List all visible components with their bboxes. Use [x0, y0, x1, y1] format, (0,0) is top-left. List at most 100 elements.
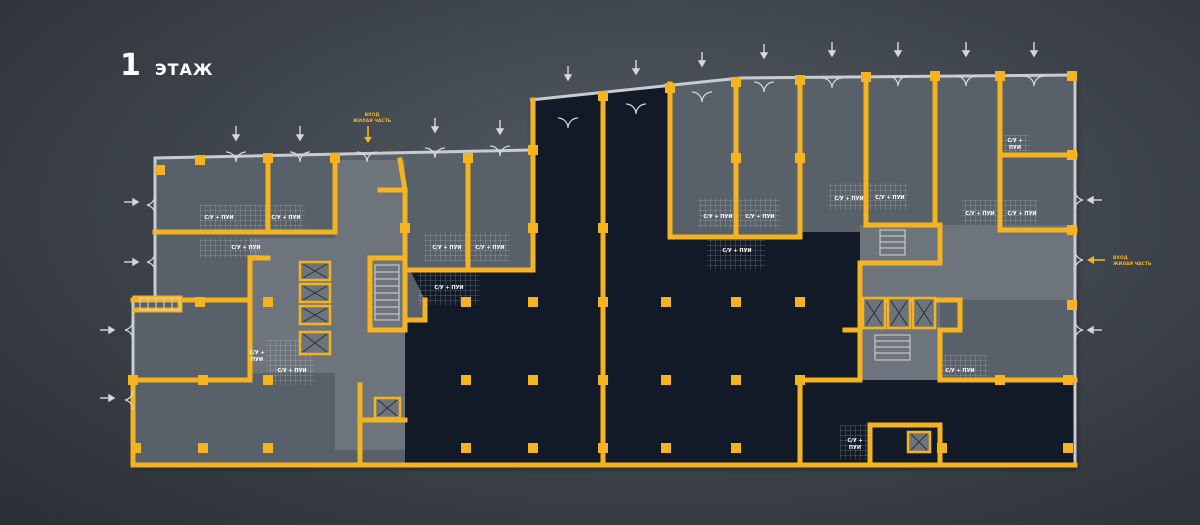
column-icon	[131, 443, 141, 453]
arrow-icon	[108, 325, 116, 335]
wc-label: С/У + ПУИ	[204, 215, 233, 221]
column-icon	[661, 375, 671, 385]
wc-label: С/У + ПУИ	[703, 214, 732, 220]
wc-label: С/У + ПУИ	[745, 214, 774, 220]
column-icon	[731, 77, 741, 87]
floor-title: 1 ЭТАЖ	[120, 48, 214, 83]
column-icon	[528, 375, 538, 385]
wc-label-b: ПУИ	[251, 357, 263, 363]
column-icon	[195, 155, 205, 165]
wc-label-a: С/У +	[249, 350, 264, 356]
door-icon	[1023, 75, 1045, 87]
column-icon	[731, 297, 741, 307]
doors	[124, 75, 1084, 411]
floor-label: ЭТАЖ	[154, 60, 214, 79]
column-icon	[528, 223, 538, 233]
column-icon	[861, 72, 871, 82]
wc-label: С/У + ПУИ	[432, 245, 461, 251]
column-icon	[795, 375, 805, 385]
column-icon	[195, 297, 205, 307]
column-icon	[528, 443, 538, 453]
column-icon	[198, 375, 208, 385]
column-icon	[598, 443, 608, 453]
column-icon	[128, 375, 138, 385]
arrow-icon	[108, 393, 116, 403]
door-icon	[955, 75, 977, 87]
column-icon	[330, 153, 340, 163]
column-icon	[598, 91, 608, 101]
floor-number: 1	[120, 48, 141, 83]
column-icon	[263, 297, 273, 307]
elevators	[298, 260, 937, 454]
wc-label: С/У + ПУИ	[434, 285, 463, 291]
column-icon	[1063, 443, 1073, 453]
door-icon	[557, 117, 579, 129]
column-icon	[528, 145, 538, 155]
entrance-note-line2: ЖИЛАЯ ЧАСТЬ	[353, 118, 392, 124]
arrow-icon	[495, 128, 505, 136]
entrance-arrows	[100, 42, 1102, 403]
column-icon	[1067, 300, 1077, 310]
column-icon	[795, 297, 805, 307]
arrow-icon	[759, 52, 769, 60]
arrow-icon	[893, 50, 903, 58]
door-icon	[489, 145, 511, 157]
door-icon	[289, 151, 311, 163]
arrow-icon	[1086, 195, 1094, 205]
column-icon	[598, 223, 608, 233]
door-icon	[625, 103, 647, 115]
wc-label: С/У + ПУИ	[722, 248, 751, 254]
arrow-icon	[1029, 50, 1039, 58]
wc-label-a: С/У +	[1007, 138, 1022, 144]
arrow-icon	[430, 126, 440, 134]
column-icon	[731, 443, 741, 453]
column-icon	[1067, 225, 1077, 235]
wc-label: С/У + ПУИ	[271, 215, 300, 221]
arrow-icon	[827, 50, 837, 58]
common-areas	[250, 160, 1075, 450]
door-icon	[1074, 319, 1084, 341]
column-icon	[1063, 375, 1073, 385]
entrance-note-line2-right: ЖИЛАЯ ЧАСТЬ	[1113, 261, 1152, 267]
door-icon	[821, 77, 843, 89]
column-icon	[461, 375, 471, 385]
column-icon	[661, 297, 671, 307]
column-icon	[598, 375, 608, 385]
column-icon	[1067, 150, 1077, 160]
column-icon	[263, 375, 273, 385]
column-icon	[1067, 71, 1077, 81]
column-icon	[198, 443, 208, 453]
wc-label: С/У + ПУИ	[475, 245, 504, 251]
door-icon	[146, 251, 156, 273]
column-icon	[661, 443, 671, 453]
stair-icon	[139, 229, 911, 361]
arrow-icon	[697, 60, 707, 68]
room-labels: С/У + ПУИ С/У + ПУИ С/У + ПУИ С/У + ПУИ …	[204, 138, 1036, 451]
column-icon	[731, 375, 741, 385]
arrow-icon	[961, 50, 971, 58]
door-icon	[356, 151, 378, 163]
door-icon	[424, 147, 446, 159]
entrance-note-line1-right: ВХОД	[1113, 255, 1128, 261]
door-icon	[225, 151, 247, 163]
arrow-icon	[364, 137, 372, 143]
wc-label: С/У + ПУИ	[965, 211, 994, 217]
door-icon	[753, 81, 775, 93]
column-icon	[263, 153, 273, 163]
door-icon	[124, 389, 134, 411]
column-icon	[463, 153, 473, 163]
wc-label-a: С/У +	[847, 438, 862, 444]
arrow-icon	[1086, 325, 1094, 335]
arrow-icon	[132, 257, 140, 267]
column-icon	[155, 165, 165, 175]
arrow-icon	[1087, 256, 1094, 264]
door-icon	[887, 75, 909, 87]
wc-label-b: ПУИ	[849, 445, 861, 451]
wc-label: С/У + ПУИ	[834, 196, 863, 202]
door-icon	[691, 91, 713, 103]
wc-label: С/У + ПУИ	[1007, 211, 1036, 217]
door-icon	[1074, 249, 1084, 271]
column-icon	[461, 443, 471, 453]
wc-label: С/У + ПУИ	[875, 195, 904, 201]
